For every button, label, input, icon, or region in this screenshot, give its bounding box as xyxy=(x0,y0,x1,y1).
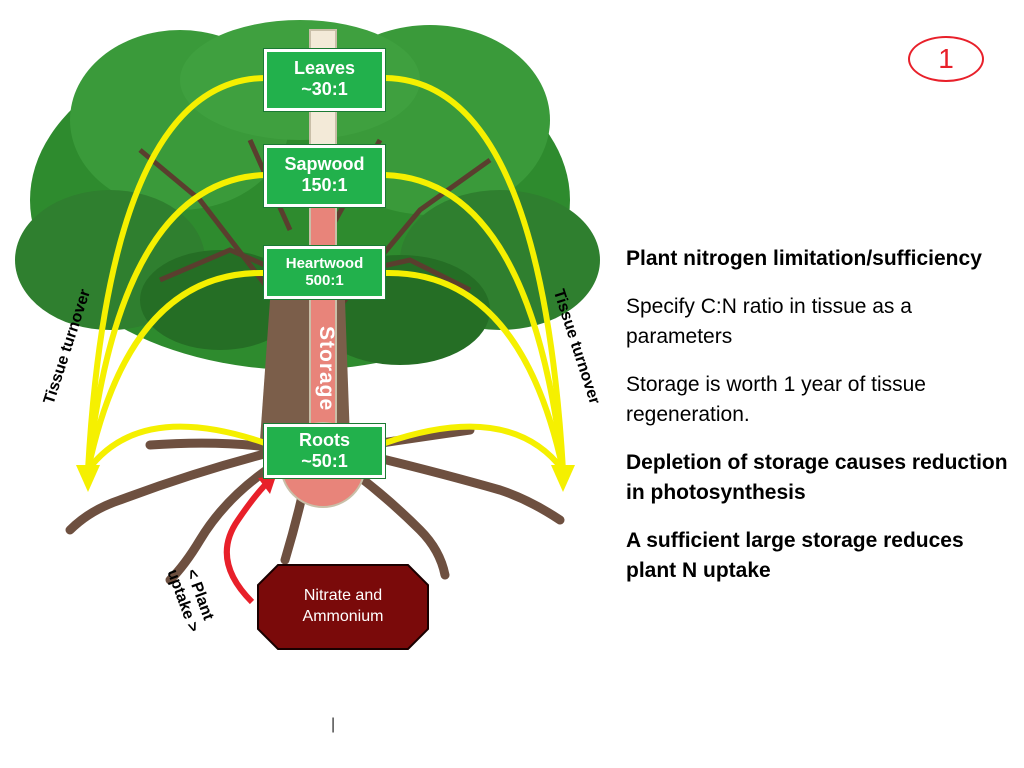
panel-paragraph-3: Depletion of storage causes reduction in… xyxy=(626,451,1008,504)
turnover-arrow-sapwood-right xyxy=(384,172,566,471)
turnover-arrow-heartwood-left xyxy=(85,269,266,471)
roots-label: Roots xyxy=(299,430,350,450)
turnover-arrow-heartwood-right xyxy=(384,269,566,471)
turnover-arrow-leaves-right xyxy=(384,75,566,471)
panel-paragraph-2: Storage is worth 1 year of tissue regene… xyxy=(626,373,926,426)
storage-fill xyxy=(311,205,335,445)
panel-paragraph-1: Specify C:N ratio in tissue as a paramet… xyxy=(626,295,912,348)
turnover-arrowhead-left xyxy=(76,465,100,492)
footer-mark: | xyxy=(331,716,336,733)
text-panel: Plant nitrogen limitation/sufficiency Sp… xyxy=(626,244,1018,604)
leaves-ratio: ~30:1 xyxy=(301,78,348,99)
uptake-arrow xyxy=(223,479,271,605)
slide-number-badge: 1 xyxy=(908,36,984,82)
heartwood-box: Heartwood 500:1 xyxy=(263,245,386,300)
turnover-arrow-sapwood-left xyxy=(85,172,266,471)
turnover-arrows xyxy=(85,75,566,472)
heartwood-label: Heartwood xyxy=(285,255,364,272)
panel-paragraph-4: A sufficient large storage reduces plant… xyxy=(626,529,964,582)
turnover-arrowhead-right xyxy=(551,465,575,492)
heartwood-ratio: 500:1 xyxy=(305,272,344,290)
sapwood-ratio: 150:1 xyxy=(301,174,348,195)
turnover-arrow-roots-left xyxy=(85,423,266,472)
source-line2: Ammonium xyxy=(302,608,384,625)
panel-heading: Plant nitrogen limitation/sufficiency xyxy=(626,247,982,270)
leaves-label: Leaves xyxy=(293,58,356,78)
roots-box: Roots ~50:1 xyxy=(263,423,386,479)
sapwood-box: Sapwood 150:1 xyxy=(263,144,386,208)
sapwood-label: Sapwood xyxy=(284,154,365,174)
nitrate-ammonium-source: Nitrate and Ammonium xyxy=(256,563,430,651)
uptake-arrowhead xyxy=(258,476,276,494)
turnover-arrow-leaves-left xyxy=(85,75,266,471)
roots-ratio: ~50:1 xyxy=(301,450,348,471)
storage-label: Storage xyxy=(315,326,338,412)
source-octagon xyxy=(257,564,429,650)
leaves-box: Leaves ~30:1 xyxy=(263,48,386,112)
source-line1: Nitrate and xyxy=(303,587,383,604)
turnover-arrow-roots-right xyxy=(384,423,566,472)
